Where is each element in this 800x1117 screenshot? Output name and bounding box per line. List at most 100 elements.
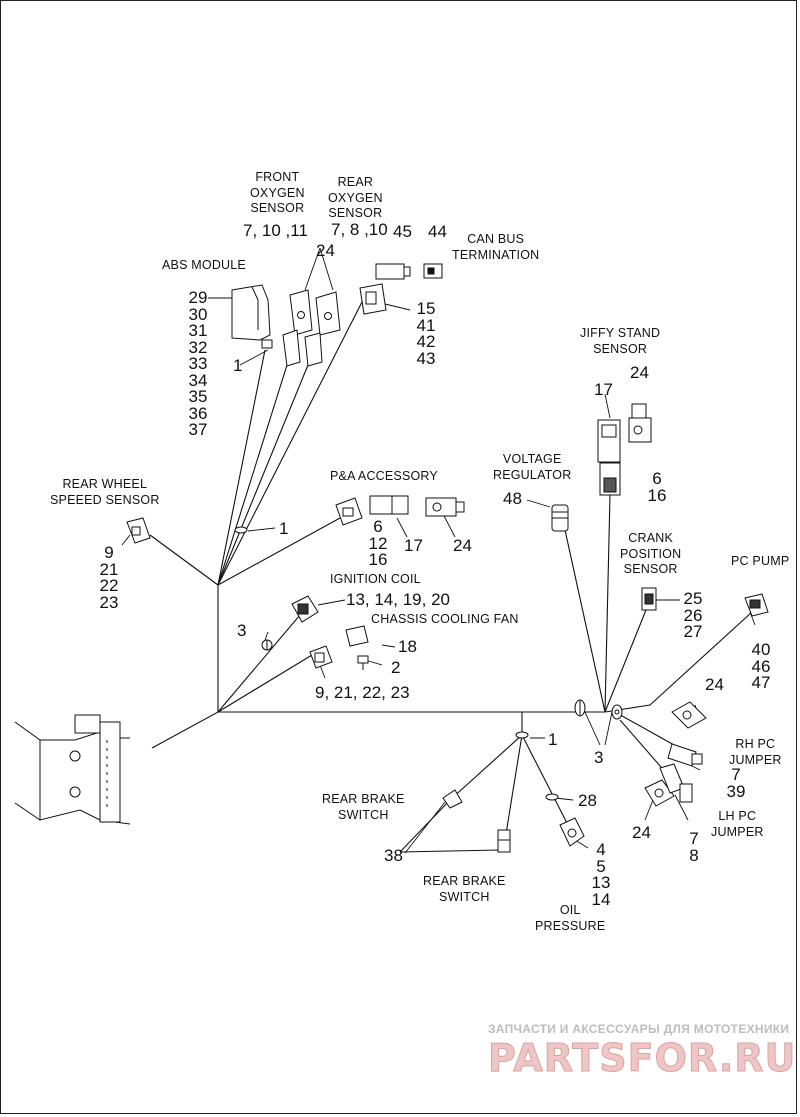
- cooling-fan-callouts: 9, 21, 22, 23: [315, 683, 410, 702]
- lh-pc-wire: [619, 719, 669, 776]
- callout-28: 28: [578, 791, 597, 810]
- crank-position-sensor-connector: [641, 587, 657, 611]
- rear-wheel-callout-list: 9 21 22 23: [97, 543, 121, 612]
- pc-pump-callout: 46: [751, 656, 771, 676]
- jiffy-stand-connector-17: [597, 419, 621, 463]
- crank-callout-list: 25 26 27: [681, 590, 705, 641]
- rws-callout: 23: [99, 592, 119, 612]
- oil-callout: 13: [591, 873, 611, 892]
- callout-1-lower: 1: [548, 730, 558, 749]
- grommet-3-right-b: [611, 704, 623, 720]
- pa-accessory-wire: [217, 517, 341, 586]
- abs-callout: 32: [188, 337, 208, 357]
- rws-callout: 9: [104, 543, 114, 562]
- cable-tie-1-lower: [515, 731, 529, 739]
- can-callout-list: 15 41 42 43: [414, 300, 438, 368]
- watermark-tagline: ЗАПЧАСТИ И АКСЕССУАРЫ ДЛЯ МОТОТЕХНИКИ: [488, 1022, 790, 1036]
- pa-callout: 6: [373, 517, 383, 536]
- lh-pc-jumper-label: LH PC JUMPER: [711, 809, 764, 839]
- pa-accessory-connector-17: [369, 495, 409, 515]
- callout-1-abs: 1: [233, 356, 243, 375]
- ignition-coil-connector: [291, 595, 319, 623]
- crank-position-sensor-label: CRANK POSITION SENSOR: [620, 531, 682, 576]
- pc-pump-callout: 47: [751, 673, 771, 692]
- callout-24-o2: 24: [316, 241, 335, 260]
- rear-brake-38-wire: [399, 849, 501, 853]
- oil-pressure-callout-list: 4 5 13 14: [589, 841, 613, 908]
- can-bus-wire: [217, 299, 364, 586]
- pa-callout: 16: [368, 550, 388, 569]
- screw-2: [357, 655, 369, 670]
- oil-callout: 5: [596, 856, 606, 876]
- rear-brake-wire-upper: [399, 712, 523, 853]
- rh-pc-callout: 39: [726, 781, 746, 801]
- front-o2-callouts: 7, 10 ,11: [243, 221, 308, 240]
- rh-pc-jumper-label: RH PC JUMPER: [729, 737, 782, 767]
- callout-18: 18: [398, 637, 417, 656]
- main-trunk-wire: [151, 711, 605, 749]
- voltage-regulator-label: VOLTAGE REGULATOR: [493, 452, 572, 482]
- lh-pc-callout: 8: [689, 845, 699, 865]
- pc-pump-wire: [604, 611, 753, 713]
- rws-callout: 21: [99, 559, 119, 579]
- pa-accessory-label: P&A ACCESSORY: [330, 469, 438, 483]
- ignition-coil-callouts: 13, 14, 19, 20: [346, 590, 450, 609]
- pc-pump-callout-list: 40 46 47: [749, 641, 773, 692]
- voltage-regulator-wire: [564, 529, 606, 713]
- callout-3-right: 3: [594, 748, 604, 767]
- callout-3-left: 3: [237, 621, 247, 640]
- can-bus-connector-45: [375, 263, 411, 280]
- jiffy-wire: [604, 494, 611, 713]
- crank-callout: 26: [683, 605, 703, 625]
- abs-callout: 35: [188, 387, 208, 406]
- callout-38: 38: [384, 846, 403, 865]
- abs-callout: 37: [188, 420, 208, 439]
- rear-o2-callouts: 7, 8 ,10: [331, 220, 388, 239]
- lh-pc-jumper-connector: [659, 763, 693, 803]
- callout-48: 48: [503, 489, 522, 508]
- lh-pc-callout: 7: [689, 829, 699, 848]
- grommet-3-left: [261, 639, 273, 651]
- jiffy-stand-connector-6: [599, 462, 621, 496]
- can-callout: 43: [416, 348, 436, 368]
- jiffy-callout-list: 6 16: [645, 470, 669, 504]
- front-oxygen-sensor-connector: [282, 289, 313, 367]
- rear-oxygen-sensor-connector: [304, 291, 341, 367]
- oil-pressure-label: OIL PRESSURE: [535, 903, 606, 933]
- pa-callout: 12: [368, 533, 388, 553]
- front-o2-wire: [217, 364, 288, 586]
- lh-pc-callout-list: 7 8: [682, 829, 706, 865]
- pa-accessory-cap-24: [425, 497, 465, 517]
- rear-o2-wire: [217, 364, 309, 586]
- ignition-coil-wire: [217, 614, 301, 713]
- pa-callout-list: 6 12 16: [366, 517, 390, 569]
- rh-pc-jumper-connector: [667, 743, 703, 767]
- front-oxygen-sensor-label: FRONT OXYGEN SENSOR: [250, 170, 305, 215]
- rear-brake-wire-lower: [504, 734, 523, 841]
- rh-pc-callout: 7: [731, 765, 741, 784]
- rear-brake-switch-lower-label: REAR BRAKE SWITCH: [423, 874, 506, 904]
- rear-brake-switch-upper-label: REAR BRAKE SWITCH: [322, 792, 405, 822]
- callout-1-mid: 1: [279, 519, 289, 538]
- rear-wheel-speed-sensor-connector: [126, 517, 151, 544]
- pc-pump-label: PC PUMP: [731, 554, 790, 568]
- callout-2: 2: [391, 658, 401, 677]
- ignition-coil-label: IGNITION COIL: [330, 572, 421, 586]
- watermark-logo: PARTSFOR.RU: [487, 1036, 797, 1081]
- rh-pc-callout-list: 7 39: [724, 765, 748, 801]
- can-callout: 42: [416, 332, 436, 351]
- crank-callout: 27: [683, 622, 703, 641]
- callout-17-pa: 17: [404, 536, 423, 555]
- rear-wheel-speed-sensor-label: REAR WHEEL SPEEED SENSOR: [50, 477, 160, 507]
- abs-module-label: ABS MODULE: [162, 258, 246, 272]
- abs-module-part: [231, 284, 273, 349]
- abs-callout: 31: [188, 321, 208, 340]
- cooling-fan-connector: [309, 645, 333, 669]
- lh-pc-cap-24: [644, 779, 675, 807]
- callout-24-rh: 24: [705, 675, 724, 694]
- pa-accessory-connector-6: [335, 497, 363, 526]
- rear-oxygen-sensor-label: REAR OXYGEN SENSOR: [328, 175, 383, 220]
